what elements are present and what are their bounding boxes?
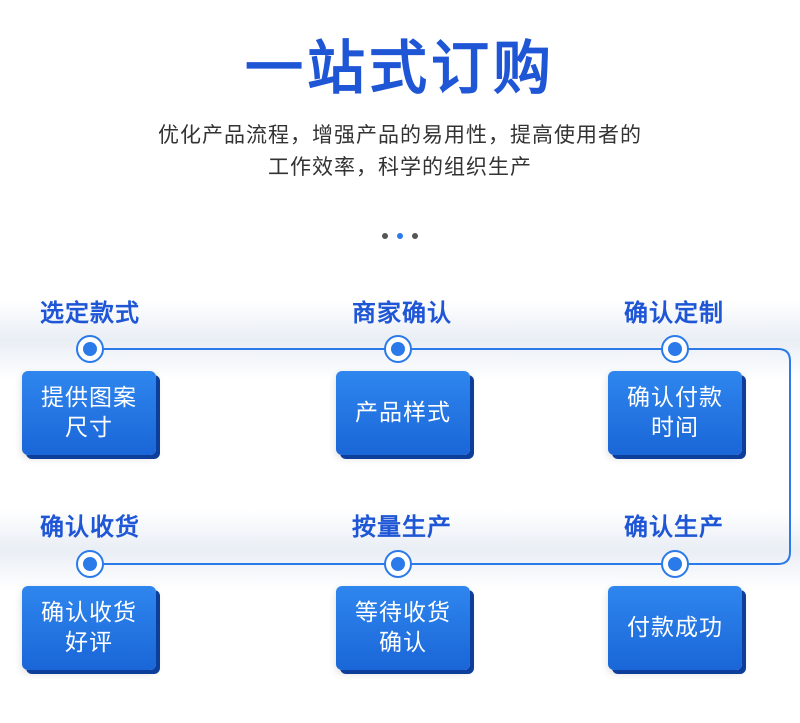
step-node-icon [76, 335, 104, 363]
step-label-mass-production: 按量生产 [352, 513, 452, 541]
carousel-dot[interactable] [412, 233, 418, 239]
step-node-icon [661, 550, 689, 578]
step-node-icon [384, 550, 412, 578]
step-node-icon [76, 550, 104, 578]
step-card-confirm-receipt-review[interactable]: 确认收货 好评 [22, 586, 156, 670]
step-label-confirm-production: 确认生产 [624, 513, 724, 541]
step-label-confirm-custom: 确认定制 [624, 299, 724, 327]
step-label-merchant-confirm: 商家确认 [352, 299, 452, 327]
step-label-select-style: 选定款式 [40, 299, 140, 327]
subtitle-line-1: 优化产品流程，增强产品的易用性，提高使用者的 [158, 123, 642, 147]
step-card-payment-success[interactable]: 付款成功 [608, 586, 742, 670]
subtitle-line-2: 工作效率，科学的组织生产 [268, 155, 532, 179]
carousel-dot[interactable] [382, 233, 388, 239]
page-title: 一站式订购 [244, 34, 555, 102]
carousel-dots [382, 233, 418, 239]
step-card-product-style[interactable]: 产品样式 [336, 371, 470, 455]
carousel-dot-active[interactable] [397, 233, 403, 239]
step-card-confirm-payment-time[interactable]: 确认付款 时间 [608, 371, 742, 455]
step-node-icon [661, 335, 689, 363]
step-label-confirm-receipt: 确认收货 [40, 513, 140, 541]
step-card-await-receipt[interactable]: 等待收货 确认 [336, 586, 470, 670]
step-card-provide-size[interactable]: 提供图案 尺寸 [22, 371, 156, 455]
flow-connector-path [90, 348, 791, 565]
step-node-icon [384, 335, 412, 363]
